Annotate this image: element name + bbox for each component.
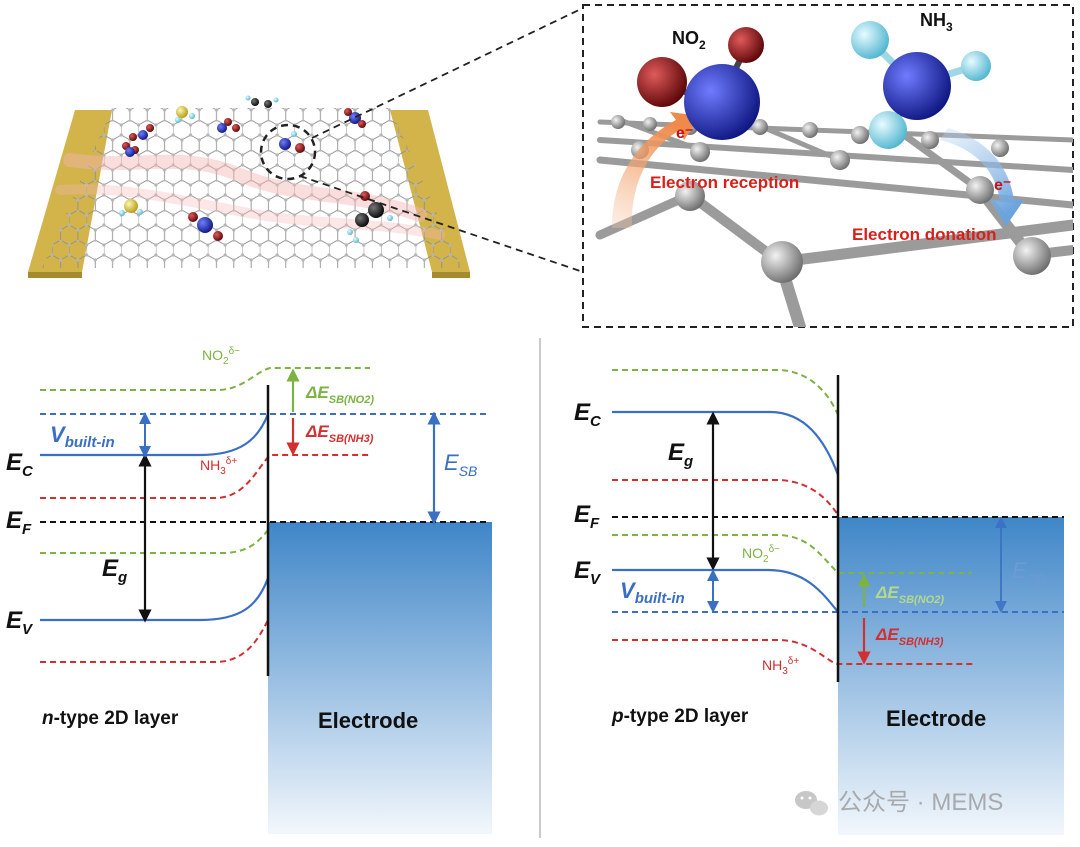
p-nh3-label: NH3δ+	[762, 656, 799, 677]
n-ec-label: EC	[6, 449, 34, 480]
n-electrode-block	[268, 522, 492, 834]
p-ev-label: EV	[574, 557, 602, 588]
watermark: 公众号 · MEMS	[795, 789, 1003, 816]
watermark-text: 公众号 · MEMS	[838, 789, 1003, 816]
electron-right-label: e⁻	[994, 177, 1011, 194]
p-ef-label: EF	[574, 501, 600, 532]
p-layer-label: p-type 2D layer	[611, 706, 749, 727]
molecule-h2s-b	[119, 199, 143, 216]
wechat-icon	[795, 791, 828, 816]
donation-arrow	[940, 128, 1024, 226]
p-electrode-block	[838, 517, 1064, 835]
n-ef-label: EF	[6, 507, 32, 538]
zoom-circle	[259, 123, 317, 181]
n-nh3-label: NH3δ+	[200, 456, 237, 477]
n-no2-shifted-cb	[40, 367, 370, 391]
n-electrode-label: Electrode	[318, 708, 418, 733]
zoom-inset: NO2 NH3 e⁻ e⁻ Electron reception Electro…	[582, 4, 1074, 328]
p-no2-label: NO2δ−	[742, 544, 780, 565]
zoom-line-bottom	[299, 175, 584, 273]
n-conduction-band	[40, 413, 270, 457]
n-nh3-shifted-cb	[40, 454, 372, 499]
p-no2-shifted-vb	[612, 534, 972, 574]
n-eg-label: Eg	[102, 555, 127, 586]
n-no2-shifted-vb	[40, 529, 269, 554]
molecule-no2-a	[129, 124, 154, 141]
molecule-no2-b	[122, 142, 139, 157]
zoom-line-top	[311, 7, 584, 139]
n-d-no2-label: ΔESB(NO2)	[305, 383, 374, 406]
p-no2-shifted-cb	[612, 369, 839, 416]
n-ev-label: EV	[6, 607, 34, 638]
molecule-ethanol-b	[347, 191, 393, 243]
p-ec-label: EC	[574, 399, 602, 430]
p-valence-band	[612, 568, 839, 613]
molecule-no2-e	[188, 212, 223, 241]
p-type-band-diagram: EC EF EV Eg Vbuilt-in NO2δ− NH3δ+ ΔESB(N…	[574, 369, 1064, 835]
p-vbi-label: Vbuilt-in	[620, 578, 685, 607]
p-esb-label: ESB	[1012, 558, 1045, 587]
inset-no2-label: NO2	[672, 28, 706, 52]
n-esb-label: ESB	[444, 450, 477, 479]
inset-no2-molecule	[637, 27, 764, 140]
electron-donation-label: Electron donation	[852, 225, 997, 244]
inset-nh3-label: NH3	[920, 10, 953, 34]
p-eg-label: Eg	[668, 439, 693, 470]
highlighted-molecules	[279, 131, 305, 153]
device-schematic	[28, 7, 584, 278]
n-layer-label: n-type 2D layer	[42, 708, 179, 729]
inset-nh3-molecule	[851, 21, 991, 149]
n-type-band-diagram: EC EF EV Eg Vbuilt-in NO2δ− NH3δ+ ΔESB(N…	[6, 346, 492, 834]
conduction-glow	[63, 153, 427, 222]
graphene-sheet	[42, 108, 462, 268]
right-gold-electrode	[390, 110, 470, 272]
p-electrode-label: Electrode	[886, 706, 986, 731]
p-d-no2-label: ΔESB(NO2)	[875, 583, 944, 606]
molecule-h2s-a	[175, 106, 195, 123]
molecule-no2-c	[217, 118, 240, 133]
n-valence-band	[40, 577, 270, 622]
n-vbi-label: Vbuilt-in	[50, 422, 115, 451]
n-no2-label: NO2δ−	[202, 346, 240, 367]
p-d-nh3-label: ΔESB(NH3)	[875, 625, 944, 648]
molecule-ethanol-a	[245, 95, 279, 108]
left-gold-electrode	[28, 110, 112, 272]
p-conduction-band	[612, 410, 840, 476]
electron-reception-label: Electron reception	[650, 173, 799, 192]
n-d-nh3-label: ΔESB(NH3)	[305, 422, 374, 445]
n-nh3-shifted-vb	[40, 619, 269, 663]
p-nh3-shifted-cb	[612, 479, 839, 516]
electron-left-label: e⁻	[676, 125, 693, 142]
